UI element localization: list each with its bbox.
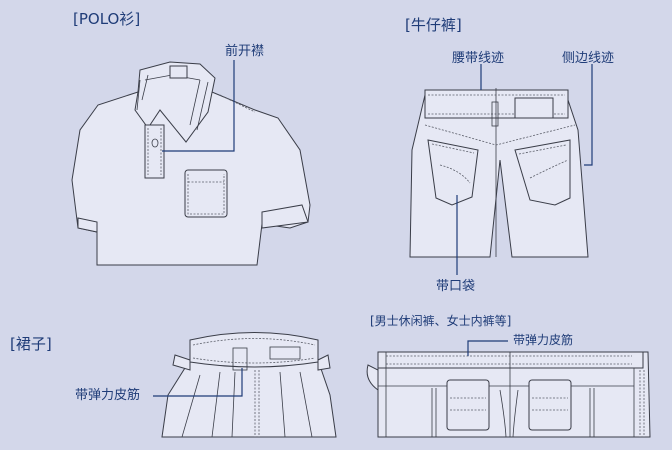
pants-drawing <box>366 351 651 438</box>
polo-title: [POLO衫] <box>73 10 141 28</box>
skirt-title: [裙子] <box>10 335 52 353</box>
leader-skirt-elastic <box>153 368 243 397</box>
jeans-side-label: 侧边线迹 <box>562 51 615 66</box>
jeans-pocket-label: 带口袋 <box>436 279 476 294</box>
jeans-drawing <box>409 88 589 258</box>
polo-shirt-drawing <box>71 61 311 266</box>
polo-placket-label: 前开襟 <box>225 44 265 59</box>
pants-title: [男士休闲裤、女士内裤等] <box>370 314 512 328</box>
jeans-waistband-label: 腰带线迹 <box>452 51 505 66</box>
leader-side <box>584 64 593 166</box>
jeans-title: [牛仔裤] <box>405 16 462 34</box>
pants-elastic-label: 带弹力皮筋 <box>513 333 574 347</box>
leader-placket <box>162 60 235 152</box>
skirt-drawing <box>161 332 337 438</box>
skirt-elastic-label: 带弹力皮筋 <box>75 388 141 403</box>
leader-pants-elastic <box>467 340 508 356</box>
